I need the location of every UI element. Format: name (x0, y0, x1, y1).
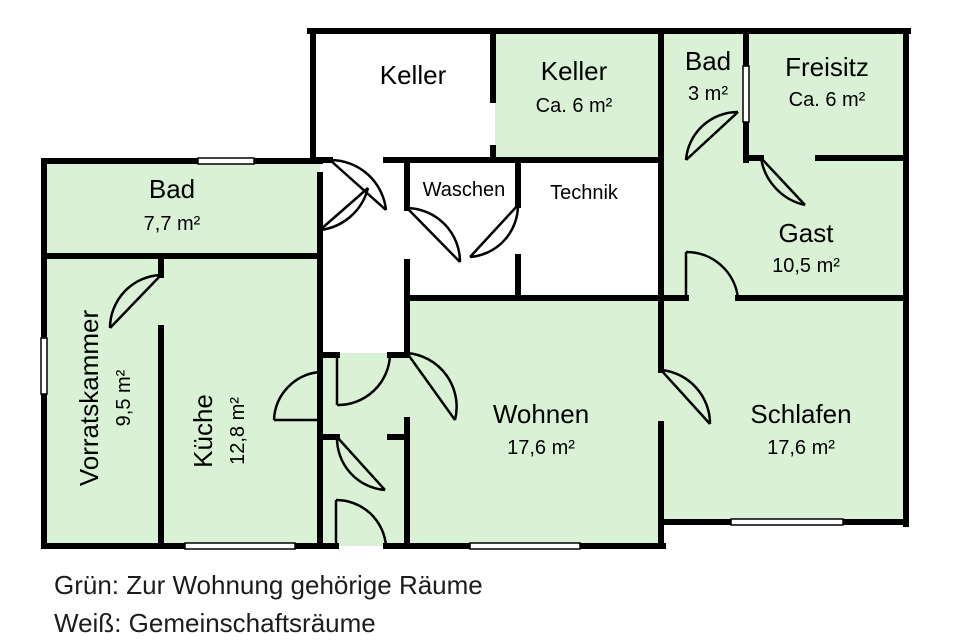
room-area: 17,6 m² (767, 437, 835, 459)
room-label: Keller (380, 60, 447, 90)
doors (108, 110, 806, 547)
room-label: Wohnen (493, 399, 589, 429)
room-fills (46, 33, 906, 546)
room-area: 7,7 m² (144, 213, 201, 235)
room-label: Vorratskammer (74, 310, 104, 487)
corridor-common (320, 158, 407, 353)
room-area: 3 m² (688, 83, 728, 105)
door-swing (334, 498, 388, 547)
door-swing (272, 370, 321, 422)
room-keller-common (313, 33, 495, 158)
walls (41, 28, 911, 549)
window (730, 518, 844, 526)
door-swing (660, 368, 712, 425)
room-label: Bad (149, 174, 195, 204)
legend-green: Grün: Zur Wohnung gehörige Räume (54, 570, 483, 600)
door-swing (405, 351, 458, 421)
room-kueche (162, 256, 320, 546)
window (469, 542, 581, 550)
room-area: Ca. 6 m² (536, 95, 613, 117)
door-swing (335, 354, 392, 407)
room-label: Schlafen (750, 399, 851, 429)
window (742, 65, 750, 123)
door-swing (329, 158, 388, 211)
door-swing (319, 187, 370, 232)
room-area: 12,8 m² (227, 397, 249, 465)
room-label: Waschen (423, 179, 506, 201)
window (197, 157, 255, 165)
room-area: 17,6 m² (507, 437, 575, 459)
room-freisitz (746, 33, 906, 158)
room-label: Gast (779, 218, 835, 248)
room-bad-small (661, 33, 746, 158)
room-technik (518, 163, 661, 298)
room-area: Ca. 6 m² (789, 89, 866, 111)
floor-plan-drawing: Keller Keller Ca. 6 m² Bad 3 m² Freisitz… (40, 28, 911, 550)
door-swing (684, 250, 740, 299)
room-wohnen (407, 298, 661, 546)
door-swing (684, 110, 739, 161)
room-label: Technik (550, 182, 619, 204)
room-waschen (407, 163, 518, 298)
room-keller-own (495, 33, 661, 158)
room-label: Keller (541, 56, 608, 86)
room-label: Küche (188, 394, 218, 468)
room-labels: Keller Keller Ca. 6 m² Bad 3 m² Freisitz… (74, 46, 869, 486)
door-swing (335, 436, 386, 492)
door-swing (406, 206, 462, 263)
windows (40, 65, 844, 550)
door-swing (469, 204, 520, 259)
room-bad-large (46, 163, 320, 256)
window (184, 542, 296, 550)
window (40, 337, 48, 395)
room-vorratskammer (46, 256, 162, 546)
door-swing (108, 273, 162, 329)
door-swing (759, 157, 806, 207)
room-label: Freisitz (785, 52, 869, 82)
room-label: Bad (685, 46, 731, 76)
room-area: 10,5 m² (772, 255, 840, 277)
corridor-entrance (320, 353, 407, 546)
room-schlafen (661, 298, 906, 524)
legend-white: Weiß: Gemeinschaftsräume (54, 608, 376, 638)
room-area: 9,5 m² (113, 369, 135, 426)
